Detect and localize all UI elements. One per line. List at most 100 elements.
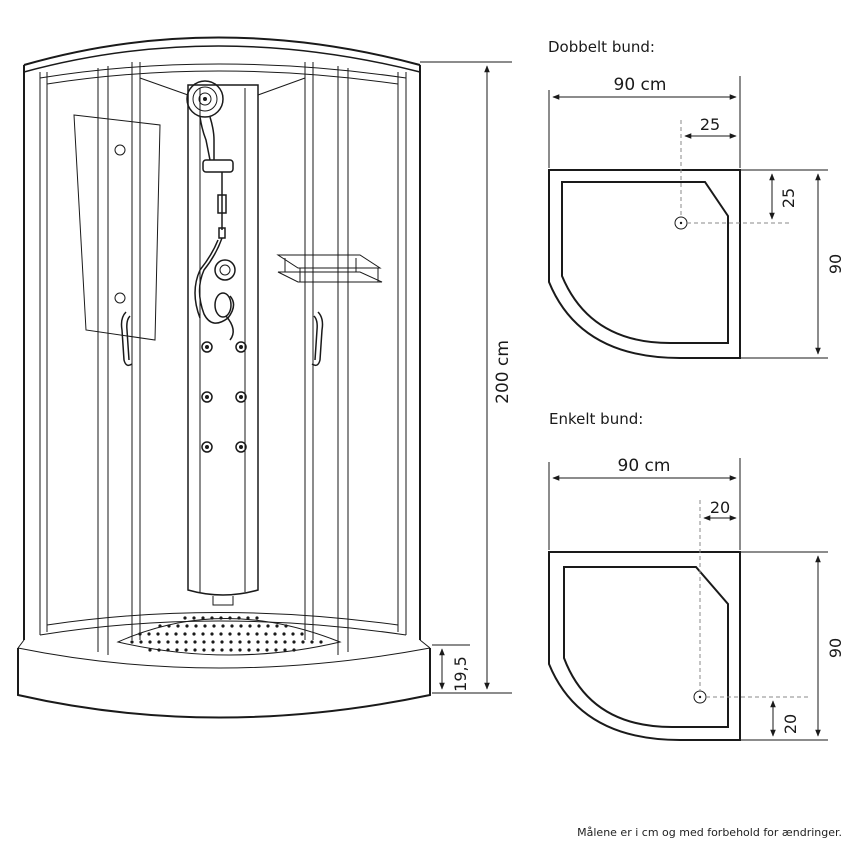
tray-dot: [230, 624, 234, 628]
tray-dot: [228, 632, 232, 636]
height-label: 200 cm: [493, 340, 513, 404]
double-drain-x-label: 25: [700, 115, 720, 134]
tray-dot: [273, 632, 277, 636]
double-drain-y-label: 25: [779, 188, 798, 208]
tray-dot: [193, 640, 197, 644]
tray-dot: [175, 640, 179, 644]
single-width-label: 90 cm: [618, 456, 671, 476]
tray-dot: [238, 640, 242, 644]
tray-dot: [147, 632, 151, 636]
tray-dot: [202, 640, 206, 644]
tray-dot: [219, 616, 223, 620]
tray-dot: [256, 640, 260, 644]
tray-dot: [274, 648, 278, 652]
tray-dot: [157, 648, 161, 652]
tray-dot: [203, 624, 207, 628]
tray-dot: [148, 648, 152, 652]
tray-dot: [275, 624, 279, 628]
tray-dot: [165, 632, 169, 636]
tray-dot: [246, 632, 250, 636]
tray-dot: [228, 616, 232, 620]
tray-dots: [130, 616, 323, 652]
tray-dot: [310, 640, 314, 644]
single-depth-label: 90: [826, 638, 845, 658]
tray-dot: [219, 632, 223, 636]
tray-dot: [247, 640, 251, 644]
tray-dot: [265, 648, 269, 652]
tray-dot: [319, 640, 323, 644]
single-base-plan: Enkelt bund: 90 cm 20 20 90: [548, 410, 845, 741]
tray-dot: [221, 624, 225, 628]
tray-dot: [274, 640, 278, 644]
tray-dot: [185, 624, 189, 628]
tray-dot: [265, 640, 269, 644]
footer-note: Målene er i cm og med forbehold for ændr…: [577, 826, 842, 839]
tray-dot: [166, 640, 170, 644]
tray-dot: [257, 624, 261, 628]
tray-dot: [237, 632, 241, 636]
tray-dot: [283, 640, 287, 644]
single-base-title: Enkelt bund:: [549, 410, 643, 428]
tray-dot: [167, 624, 171, 628]
tray-dot: [183, 632, 187, 636]
tray-dot: [192, 632, 196, 636]
tray-dot: [237, 616, 241, 620]
height-dimension: 200 cm: [420, 61, 513, 694]
tray-dot: [174, 632, 178, 636]
base-height-dimension: 19,5: [432, 644, 470, 692]
tray-dot: [266, 624, 270, 628]
tray-dot: [193, 648, 197, 652]
tray-dot: [192, 616, 196, 620]
tray-dot: [247, 648, 251, 652]
tray-dot: [264, 632, 268, 636]
tray-dot: [158, 624, 162, 628]
tray-dot: [248, 624, 252, 628]
base-height-label: 19,5: [451, 656, 470, 692]
tray-dot: [239, 624, 243, 628]
tray-dot: [256, 648, 260, 652]
tray-dot: [184, 640, 188, 644]
tray-dot: [255, 616, 259, 620]
shower-cabin: [17, 36, 431, 719]
double-width-label: 90 cm: [614, 75, 667, 95]
tray-dot: [166, 648, 170, 652]
tray-dot: [255, 632, 259, 636]
single-drain-y-label: 20: [781, 714, 800, 734]
tray-dot: [291, 632, 295, 636]
tray-dot: [229, 640, 233, 644]
tray-dot: [183, 616, 187, 620]
tray-dot: [284, 624, 288, 628]
tray-dot: [194, 624, 198, 628]
tray-dot: [175, 648, 179, 652]
tray-dot: [201, 632, 205, 636]
tray-dot: [292, 640, 296, 644]
tray-dot: [220, 640, 224, 644]
tray-dot: [292, 648, 296, 652]
tray-dot: [210, 616, 214, 620]
tray-dot: [229, 648, 233, 652]
tray-dot: [157, 640, 161, 644]
tray-dot: [202, 648, 206, 652]
tray-dot: [220, 648, 224, 652]
tray-dot: [156, 632, 160, 636]
tray-dot: [130, 640, 134, 644]
double-base-title: Dobbelt bund:: [548, 38, 655, 56]
tray-dot: [283, 648, 287, 652]
tray-dot: [301, 640, 305, 644]
tray-dot: [139, 640, 143, 644]
tray-dot: [211, 640, 215, 644]
tray-dot: [210, 632, 214, 636]
tray-dot: [300, 632, 304, 636]
double-base-plan: Dobbelt bund: 90 cm 25 25 90: [548, 38, 845, 359]
tray-dot: [282, 632, 286, 636]
tray-dot: [211, 648, 215, 652]
tray-dot: [148, 640, 152, 644]
tray-dot: [201, 616, 205, 620]
tray-dot: [212, 624, 216, 628]
tray-dot: [246, 616, 250, 620]
tray-dot: [176, 624, 180, 628]
tray-dot: [238, 648, 242, 652]
tray-dot: [138, 632, 142, 636]
double-depth-label: 90: [826, 254, 845, 274]
